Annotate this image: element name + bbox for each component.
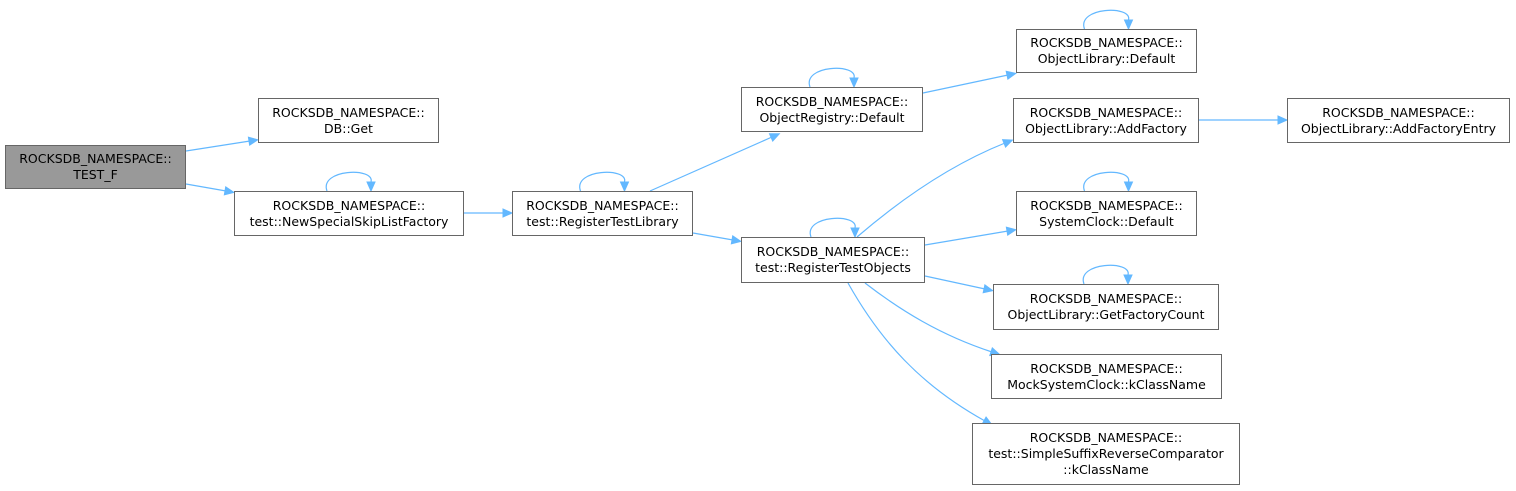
node-label-line: ObjectLibrary::AddFactory — [1025, 120, 1187, 136]
edge-register_test_objects-to-add_factory — [856, 142, 1006, 238]
node-register-test-objects[interactable]: ROCKSDB_NAMESPACE::test::RegisterTestObj… — [741, 237, 925, 283]
node-label-line: ROCKSDB_NAMESPACE:: — [1322, 104, 1475, 120]
edge-object_registry_default-to-object_library_default — [922, 74, 1009, 94]
edge-object_registry_default-self-loop — [808, 67, 855, 88]
node-label-line: ROCKSDB_NAMESPACE:: — [1030, 197, 1183, 213]
edge-register_test_library-self-loop — [579, 171, 626, 192]
node-db-get[interactable]: ROCKSDB_NAMESPACE::DB::Get — [258, 98, 439, 143]
arrowhead-register_test_library-to-register_test_objects — [730, 235, 743, 245]
edge-get_factory_count-self-loop — [1082, 264, 1129, 285]
edge-register_test_objects-to-get_factory_count — [924, 275, 986, 290]
node-label-line: ObjectRegistry::Default — [759, 109, 905, 125]
node-label-line: ROCKSDB_NAMESPACE:: — [1029, 104, 1183, 120]
node-label-line: ObjectLibrary::Default — [1037, 51, 1176, 66]
node-label-line: test::NewSpecialSkipListFactory — [249, 213, 449, 229]
edge-new_skip_list-self-loop — [325, 171, 372, 192]
node-new-skip-list[interactable]: ROCKSDB_NAMESPACE::test::NewSpecialSkipL… — [234, 191, 464, 236]
arrowhead-test_f-to-db_get — [247, 136, 260, 146]
edge-system_clock_default-self-loop — [1083, 171, 1130, 192]
arrowhead-object_registry_default-to-object_library_default — [1005, 70, 1018, 80]
node-label-line: ROCKSDB_NAMESPACE:: — [755, 93, 909, 109]
node-test-f: ROCKSDB_NAMESPACE::TEST_F — [5, 145, 186, 189]
arrowhead-register_test_objects-to-system_clock_default — [1005, 226, 1018, 236]
arrowhead-new_skip_list-to-register_test_library — [502, 208, 514, 218]
node-label-line: TEST_F — [73, 167, 118, 182]
node-label-line: ROCKSDB_NAMESPACE:: — [272, 197, 426, 213]
arrowhead-register_test_objects-to-add_factory — [1001, 139, 1014, 148]
arrowhead-add_factory-to-add_factory_entry — [1277, 115, 1289, 125]
node-label-line: ROCKSDB_NAMESPACE:: — [1030, 360, 1183, 376]
arrowhead-register_test_library-to-register_test_library — [619, 181, 630, 193]
edge-register_test_objects-to-mock_clock_kclassname — [864, 282, 993, 353]
node-system-clock-default[interactable]: ROCKSDB_NAMESPACE::SystemClock::Default — [1016, 191, 1197, 236]
node-label-line: test::RegisterTestLibrary — [526, 213, 679, 229]
edge-test_f-to-new_skip_list — [185, 183, 227, 192]
node-label-line: ROCKSDB_NAMESPACE:: — [272, 104, 425, 120]
node-mock-clock-kclassname[interactable]: ROCKSDB_NAMESPACE::MockSystemClock::kCla… — [991, 354, 1222, 399]
node-label-line: ROCKSDB_NAMESPACE:: — [756, 244, 910, 259]
node-label-line: ObjectLibrary::GetFactoryCount — [1007, 307, 1205, 322]
edge-test_f-to-db_get — [185, 140, 251, 152]
edge-register_test_library-to-register_test_objects — [692, 232, 734, 241]
arrowhead-new_skip_list-to-new_skip_list — [366, 181, 376, 193]
node-label-line: ::kClassName — [1063, 462, 1149, 477]
arrowhead-get_factory_count-to-get_factory_count — [1123, 274, 1133, 286]
edge-object_library_default-self-loop — [1083, 9, 1130, 30]
edge-register_test_objects-self-loop — [809, 217, 856, 238]
arrowhead-register_test_objects-to-register_test_objects — [850, 227, 860, 239]
node-label-line: ObjectLibrary::AddFactoryEntry — [1300, 120, 1497, 136]
node-label-line: ROCKSDB_NAMESPACE:: — [1029, 430, 1183, 445]
node-get-factory-count[interactable]: ROCKSDB_NAMESPACE::ObjectLibrary::GetFac… — [993, 284, 1219, 330]
arrowhead-test_f-to-new_skip_list — [223, 186, 236, 196]
edge-register_test_objects-to-system_clock_default — [924, 230, 1009, 246]
arrowhead-object_library_default-to-object_library_default — [1123, 19, 1134, 31]
node-label-line: ROCKSDB_NAMESPACE:: — [1030, 35, 1183, 50]
node-label-line: MockSystemClock::kClassName — [1007, 376, 1206, 392]
edge-register_test_objects-to-suffix_comparator_kclassname — [847, 282, 986, 422]
node-add-factory[interactable]: ROCKSDB_NAMESPACE::ObjectLibrary::AddFac… — [1013, 98, 1199, 143]
node-label-line: ROCKSDB_NAMESPACE:: — [19, 151, 172, 166]
node-label-line: DB::Get — [324, 120, 373, 136]
node-label-line: test::RegisterTestObjects — [755, 260, 911, 275]
node-label-line: ROCKSDB_NAMESPACE:: — [526, 197, 679, 213]
edge-register_test_library-to-object_registry_default — [649, 136, 773, 192]
node-add-factory-entry[interactable]: ROCKSDB_NAMESPACE::ObjectLibrary::AddFac… — [1287, 98, 1510, 143]
node-label-line: test::SimpleSuffixReverseComparator — [988, 446, 1224, 461]
arrowhead-object_registry_default-to-object_registry_default — [849, 77, 859, 89]
node-object-library-default[interactable]: ROCKSDB_NAMESPACE::ObjectLibrary::Defaul… — [1016, 29, 1197, 73]
node-suffix-comparator-kclassname[interactable]: ROCKSDB_NAMESPACE::test::SimpleSuffixRev… — [972, 423, 1240, 485]
arrowhead-register_test_objects-to-get_factory_count — [982, 284, 995, 294]
arrowhead-system_clock_default-to-system_clock_default — [1123, 181, 1134, 193]
arrowhead-register_test_library-to-object_registry_default — [768, 133, 781, 142]
node-object-registry-default[interactable]: ROCKSDB_NAMESPACE::ObjectRegistry::Defau… — [741, 87, 923, 132]
node-label-line: SystemClock::Default — [1039, 213, 1174, 229]
node-label-line: ROCKSDB_NAMESPACE:: — [1029, 291, 1183, 306]
node-register-test-library[interactable]: ROCKSDB_NAMESPACE::test::RegisterTestLib… — [512, 191, 693, 236]
